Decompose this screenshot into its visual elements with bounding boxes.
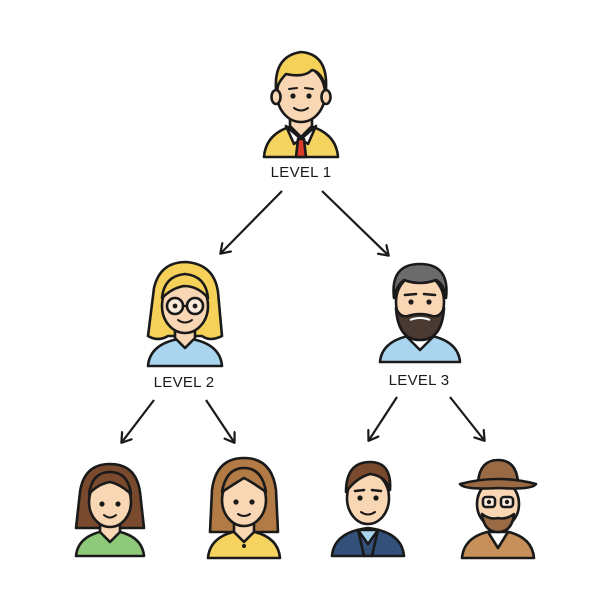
avatar-leaf-2 — [206, 456, 282, 560]
avatar-leaf-3 — [330, 460, 406, 558]
level-1-label: LEVEL 1 — [270, 164, 332, 181]
arrow-level2-to-leaf2 — [205, 399, 234, 442]
avatar-level-1 — [262, 50, 340, 159]
avatar-level-2 — [146, 260, 224, 368]
avatar-level-3 — [378, 262, 462, 364]
level-3-label: LEVEL 3 — [388, 372, 450, 389]
arrow-level1-to-level3 — [321, 190, 388, 255]
avatar-leaf-4 — [458, 458, 538, 560]
level-2-label: LEVEL 2 — [153, 374, 215, 391]
avatar-leaf-1 — [74, 462, 146, 558]
arrow-level3-to-leaf4 — [449, 396, 484, 440]
arrow-level1-to-level2 — [221, 190, 283, 253]
arrow-level2-to-leaf1 — [122, 399, 155, 442]
arrow-level3-to-leaf3 — [369, 396, 398, 440]
